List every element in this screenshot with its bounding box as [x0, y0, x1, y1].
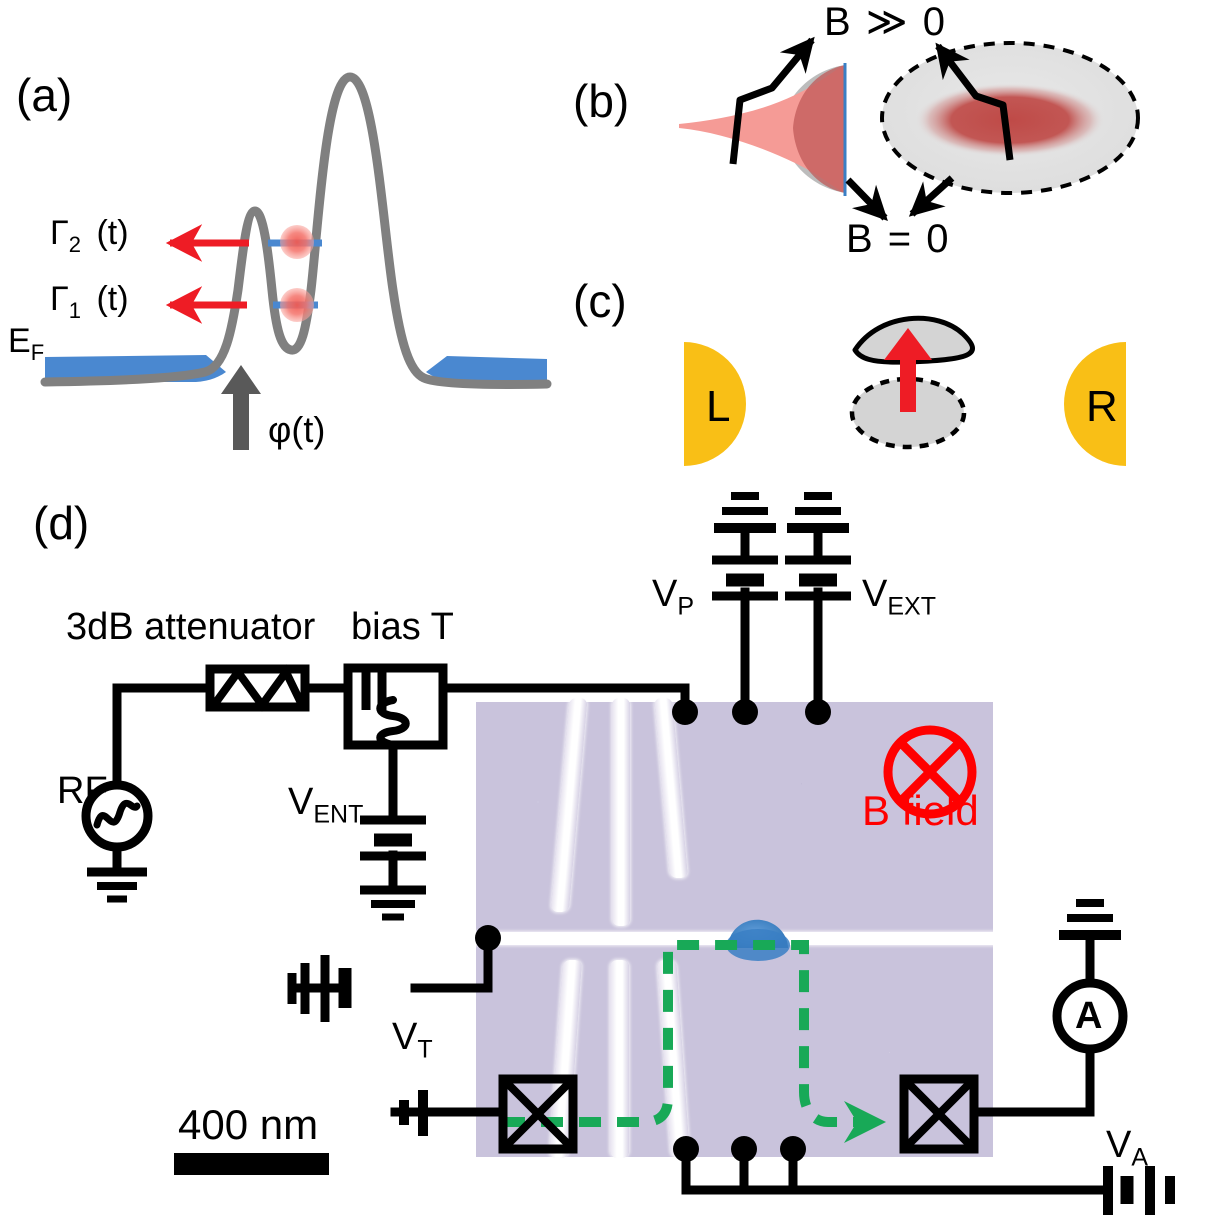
- potential-barrier-curve: [40, 72, 552, 389]
- ohmic-contact-right: [899, 1074, 979, 1154]
- electron-level-2: [280, 225, 314, 259]
- lead-right-label: R: [1086, 382, 1118, 431]
- scale-bar: [174, 1153, 329, 1175]
- gamma2-arg: (t): [96, 214, 129, 252]
- dot-topview-core: [915, 83, 1105, 157]
- wire-biast-to-gate: [438, 683, 690, 713]
- ammeter-symbol: [1052, 978, 1128, 1054]
- fermi-level-sub: F: [30, 339, 45, 365]
- vent-main: V: [288, 781, 314, 823]
- wire-va-bus: [681, 1152, 1113, 1195]
- rf-label: RF: [57, 770, 108, 812]
- ammeter-label: A: [1075, 995, 1103, 1037]
- gamma1-symbol: Γ: [50, 280, 69, 318]
- panel-d-label: (d): [33, 497, 90, 549]
- fermi-level-main: E: [8, 322, 31, 360]
- lead-right-shape: [1064, 342, 1126, 466]
- callout-bhigh-left: [729, 36, 815, 165]
- fermi-sea-right: [426, 356, 547, 383]
- gamma1-arg: (t): [96, 280, 129, 318]
- wire-right-ohmic-ammeter: [969, 1045, 1095, 1117]
- vt-label: VT: [392, 1018, 433, 1063]
- wire-rf-to-attenuator: [112, 683, 215, 800]
- dot-dashed-shape: [849, 376, 967, 450]
- attenuator-label: 3dB attenuator: [66, 606, 316, 648]
- vt-battery-symbol: [320, 955, 352, 1022]
- panel-c-label: (c): [573, 275, 627, 327]
- va-main: V: [1106, 1124, 1132, 1166]
- fermi-level-label: EF: [8, 324, 44, 364]
- phase-arrow: [221, 365, 261, 450]
- gate-upper-center: [612, 698, 630, 926]
- gamma2-symbol: Γ: [50, 214, 69, 252]
- panel-c-red-arrow: [884, 328, 932, 412]
- vp-battery-symbol: [712, 555, 778, 601]
- vext-battery-symbol: [785, 555, 851, 601]
- vent-sub: ENT: [313, 800, 364, 829]
- panel-b-label: (b): [573, 75, 630, 127]
- vp-main: V: [652, 573, 678, 615]
- ground-ammeter: [1059, 899, 1121, 940]
- vext-sub: EXT: [887, 592, 936, 621]
- va-sub: A: [1131, 1143, 1149, 1172]
- electron-level-1: [280, 288, 314, 322]
- ground-rf: [87, 867, 147, 903]
- wire-vt-to-gate: [410, 935, 493, 993]
- vent-battery-symbol: [360, 815, 426, 861]
- current-path-arrow[interactable]: [503, 940, 887, 1143]
- panel-a-label: (a): [16, 69, 73, 121]
- ground-vext: [787, 492, 849, 533]
- rf-source-symbol: [81, 780, 153, 852]
- wavefunction-overlap: [793, 65, 845, 193]
- b-field-zero-label: B = 0: [846, 217, 951, 261]
- vp-sub: P: [677, 592, 695, 621]
- ohmic-left-battery: [399, 1090, 428, 1136]
- lead-left-shape: [684, 342, 746, 466]
- vt-sub: T: [417, 1035, 433, 1064]
- b-field-label: B field: [862, 787, 979, 834]
- ground-vt: [287, 963, 310, 1014]
- ground-vp: [714, 492, 776, 533]
- lead-left-label: L: [706, 382, 731, 431]
- vent-label: VENT: [288, 783, 363, 828]
- ground-vent: [360, 885, 426, 921]
- sem-overlays: [503, 919, 887, 1143]
- gate-lower-center: [610, 960, 629, 1158]
- attenuator-symbol: [205, 664, 310, 712]
- vp-label: VP: [652, 575, 694, 620]
- rate-gamma1-label: Γ1 (t): [50, 282, 129, 322]
- rate-gamma2-label: Γ2 (t): [50, 216, 129, 256]
- ohmic-contact-left: [498, 1074, 578, 1154]
- vext-main: V: [862, 573, 888, 615]
- gamma1-subscript: 1: [68, 297, 81, 323]
- gamma2-subscript: 2: [68, 231, 81, 257]
- callout-bzero-right: [908, 175, 955, 217]
- b-field-icon: [883, 725, 977, 819]
- bias-t-symbol: [343, 663, 448, 750]
- va-battery-symbol: [1103, 1166, 1175, 1215]
- b-field-high-label: B ≫ 0: [824, 0, 948, 44]
- vext-label: VEXT: [862, 575, 936, 620]
- gate-contact-dots: [475, 699, 831, 1162]
- phase-label: φ(t): [268, 409, 326, 450]
- scale-bar-label: 400 nm: [178, 1101, 319, 1148]
- va-label: VA: [1106, 1126, 1148, 1171]
- bias-t-label: bias T: [351, 606, 454, 648]
- vt-main: V: [392, 1016, 418, 1058]
- callout-bhigh-right: [935, 42, 1014, 161]
- callout-bzero-left: [845, 177, 888, 222]
